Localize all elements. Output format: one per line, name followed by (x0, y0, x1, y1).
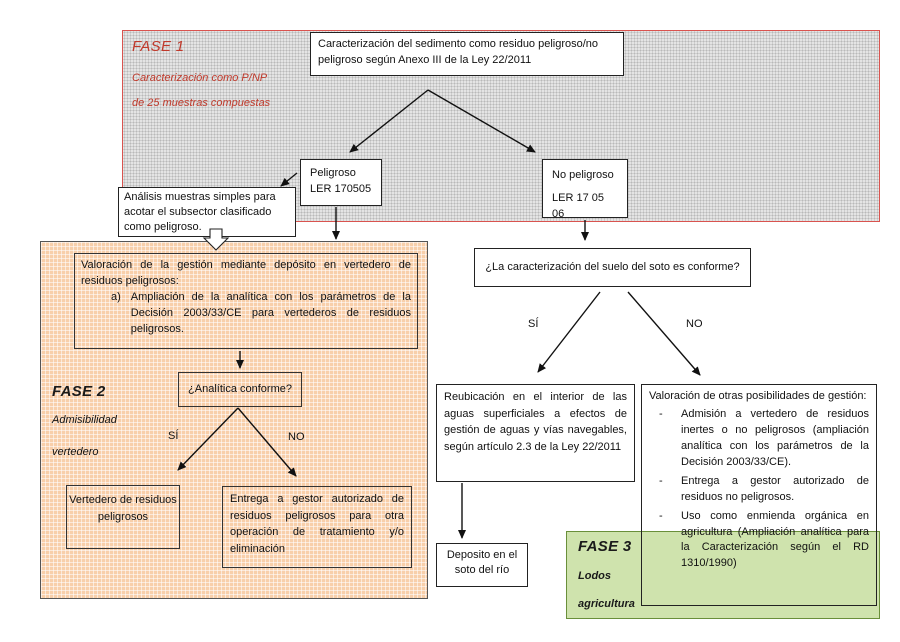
analisis-callout: Análisis muestras simples para acotar el… (118, 187, 296, 237)
fase3-subtitle-2: agricultura (578, 598, 635, 610)
fase2-yes-label: SÍ (168, 430, 179, 442)
valoracion-otras-intro: Valoración de otras posibilidades de ges… (649, 390, 867, 402)
callout-hollow-arrow (202, 228, 230, 251)
valoracion-vertedero-intro: Valoración de la gestión mediante depósi… (81, 259, 411, 287)
caracterizacion-text: Caracterización del sedimento como resid… (318, 38, 599, 66)
no-peligroso-ler: LER 17 05 06 (552, 191, 604, 220)
peligroso-box: Peligroso LER 170505 (300, 159, 382, 206)
fase2-subtitle-1: Admisibilidad (52, 414, 117, 426)
soto-conforme-box: ¿La caracterización del suelo del soto e… (474, 248, 751, 287)
fase2-region (40, 241, 428, 599)
arrow-to-reubicacion (537, 291, 601, 373)
fase2-title: FASE 2 (52, 383, 106, 400)
no-peligroso-box: No peligroso LER 17 05 06 (542, 159, 628, 220)
peligroso-label: Peligroso (310, 167, 356, 179)
analitica-conforme-box: ¿Analítica conforme? (178, 372, 302, 407)
soto-no-label: NO (686, 318, 703, 330)
reubicacion-box: Reubicación en el interior de las aguas … (436, 384, 635, 482)
fase3-title: FASE 3 (578, 538, 632, 555)
analitica-conforme-text: ¿Analítica conforme? (188, 383, 292, 395)
arrow-callout (280, 172, 298, 187)
fase3-subtitle-1: Lodos (578, 570, 611, 582)
valoracion-vertedero-box: Valoración de la gestión mediante depósi… (74, 253, 418, 349)
peligroso-ler: LER 170505 (310, 182, 372, 195)
arrow-to-no-peligroso (427, 89, 536, 153)
valoracion-otras-item: Admisión a vertedero de residuos inertes… (659, 407, 869, 471)
soto-yes-label: SÍ (528, 318, 539, 330)
arrow-to-gestor (237, 407, 297, 477)
vertedero-peligrosos-text: Vertedero de residuos peligrosos (69, 494, 177, 524)
soto-conforme-text: ¿La caracterización del suelo del soto e… (485, 261, 740, 273)
valoracion-otras-item: Uso como enmienda orgánica en agricultur… (659, 509, 869, 573)
valoracion-item-text: Ampliación de la analítica con los parám… (130, 290, 411, 335)
gestor-peligrosos-box: Entrega a gestor autorizado de residuos … (222, 486, 412, 568)
fase1-subtitle-2: de 25 muestras compuestas (132, 97, 271, 109)
fase2-no-label: NO (288, 431, 305, 443)
arrow-to-valoracion-otras (627, 291, 701, 376)
vertedero-peligrosos-box: Vertedero de residuos peligrosos (66, 485, 180, 549)
arrow-to-vertedero (177, 407, 239, 471)
fase2-subtitle-2: vertedero (52, 446, 99, 458)
deposito-soto-text: Deposito en el soto del río (446, 549, 518, 577)
reubicacion-text: Reubicación en el interior de las aguas … (444, 391, 627, 453)
arrow-to-peligroso (349, 89, 429, 153)
deposito-soto-box: Deposito en el soto del río (436, 543, 528, 587)
gestor-peligrosos-text: Entrega a gestor autorizado de residuos … (230, 493, 404, 555)
valoracion-otras-box: Valoración de otras posibilidades de ges… (641, 384, 877, 606)
no-peligroso-label: No peligroso (552, 169, 614, 181)
valoracion-otras-item: Entrega a gestor autorizado de residuos … (659, 474, 869, 506)
fase1-title: FASE 1 (132, 38, 185, 55)
valoracion-item-marker: a) (111, 290, 121, 303)
analisis-callout-text: Análisis muestras simples para acotar el… (124, 191, 276, 233)
fase1-subtitle-1: Caracterización como P/NP (132, 72, 268, 84)
caracterizacion-box: Caracterización del sedimento como resid… (310, 32, 624, 76)
